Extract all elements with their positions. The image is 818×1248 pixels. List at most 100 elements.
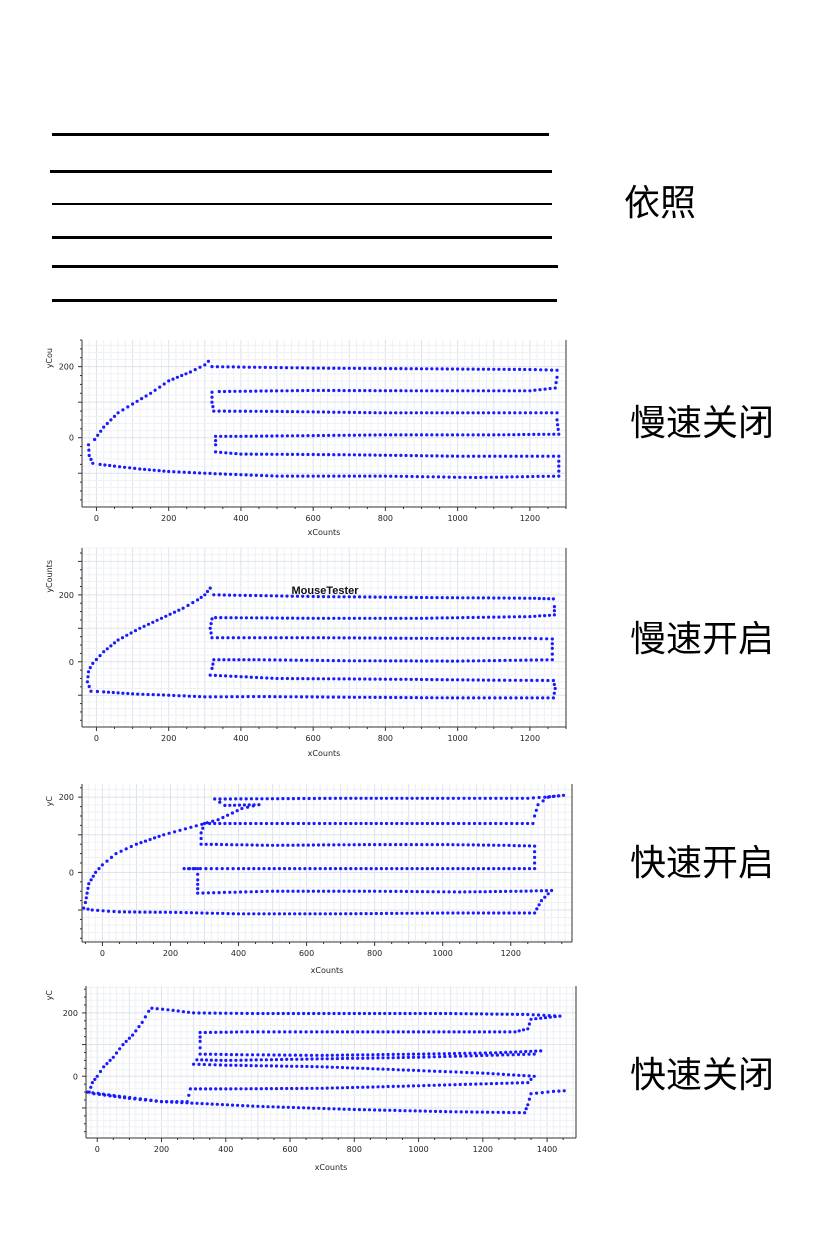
data-point — [394, 677, 398, 681]
data-point — [467, 1030, 471, 1034]
data-point — [91, 1091, 95, 1095]
data-point — [543, 895, 547, 899]
data-point — [290, 636, 294, 640]
data-point — [280, 594, 284, 598]
data-point — [383, 453, 387, 457]
data-point — [358, 433, 362, 437]
data-point — [327, 677, 331, 681]
data-point — [218, 1011, 222, 1015]
data-point — [525, 454, 529, 458]
data-point — [462, 821, 466, 826]
data-point — [252, 695, 256, 699]
data-point — [140, 1020, 144, 1024]
data-point — [158, 910, 162, 914]
data-point — [264, 1087, 268, 1091]
data-point — [342, 616, 346, 620]
data-point — [234, 616, 238, 620]
data-point — [430, 596, 434, 600]
data-point — [447, 1052, 451, 1056]
data-point — [167, 831, 171, 835]
data-point — [304, 1053, 308, 1057]
data-point — [510, 475, 514, 479]
data-point — [293, 912, 297, 916]
data-point — [208, 821, 212, 826]
data-point — [471, 659, 475, 663]
data-point — [312, 821, 316, 826]
data-point — [404, 696, 408, 700]
data-point — [275, 389, 279, 393]
data-point — [414, 696, 418, 700]
data-point — [410, 796, 414, 800]
data-point — [534, 658, 539, 662]
data-point — [509, 889, 513, 893]
data-point — [264, 409, 269, 413]
data-point — [285, 594, 289, 598]
data-point — [250, 1053, 255, 1057]
data-point — [471, 615, 475, 620]
data-point — [376, 1056, 380, 1060]
data-point — [192, 1062, 196, 1066]
data-point — [507, 911, 511, 915]
data-point — [430, 867, 435, 871]
data-point — [347, 474, 351, 478]
data-point — [512, 596, 517, 600]
data-point — [276, 889, 280, 893]
data-point — [236, 867, 241, 871]
data-point — [290, 1064, 294, 1068]
data-point — [339, 912, 343, 916]
data-point — [492, 867, 496, 871]
data-point — [347, 889, 351, 893]
y-tick-label: 0 — [69, 658, 74, 667]
data-point — [102, 1065, 106, 1069]
data-point — [162, 833, 166, 837]
data-point — [391, 1056, 395, 1060]
data-point — [352, 433, 356, 437]
data-point — [288, 1030, 292, 1034]
data-point — [440, 678, 444, 682]
data-point — [553, 386, 557, 390]
data-point — [474, 1054, 478, 1058]
data-point — [224, 1011, 228, 1015]
data-point — [456, 616, 460, 620]
data-point — [317, 1106, 321, 1110]
data-point — [518, 615, 522, 619]
data-point — [378, 616, 382, 620]
data-point — [405, 796, 409, 800]
data-point — [427, 1055, 431, 1059]
data-point — [244, 1058, 248, 1062]
data-point — [535, 678, 539, 682]
x-tick-label: 1200 — [520, 514, 540, 523]
data-point — [558, 1014, 562, 1018]
data-point — [112, 1093, 116, 1098]
data-point — [458, 475, 462, 479]
data-point — [527, 1097, 532, 1101]
data-point — [414, 411, 418, 415]
data-point — [512, 636, 517, 640]
data-point — [463, 1051, 467, 1055]
data-point — [498, 454, 502, 458]
data-point — [399, 889, 403, 893]
data-point — [306, 410, 310, 414]
data-point — [522, 911, 527, 915]
data-point — [234, 1063, 238, 1067]
data-point — [495, 1012, 499, 1016]
data-point — [497, 911, 501, 915]
data-point — [311, 616, 315, 620]
data-point — [161, 693, 166, 697]
data-point — [498, 658, 502, 663]
data-point — [466, 867, 470, 871]
data-point — [178, 828, 182, 832]
data-point — [384, 867, 389, 871]
data-point — [277, 1053, 281, 1057]
data-point — [89, 1085, 93, 1089]
data-point — [163, 910, 167, 914]
data-point — [281, 843, 285, 847]
data-point — [373, 474, 377, 478]
data-point — [364, 796, 368, 800]
data-point — [224, 1052, 228, 1057]
data-point — [459, 1110, 463, 1114]
data-point — [186, 603, 190, 607]
data-point — [242, 636, 246, 640]
data-point — [426, 475, 430, 479]
data-point — [288, 867, 292, 871]
